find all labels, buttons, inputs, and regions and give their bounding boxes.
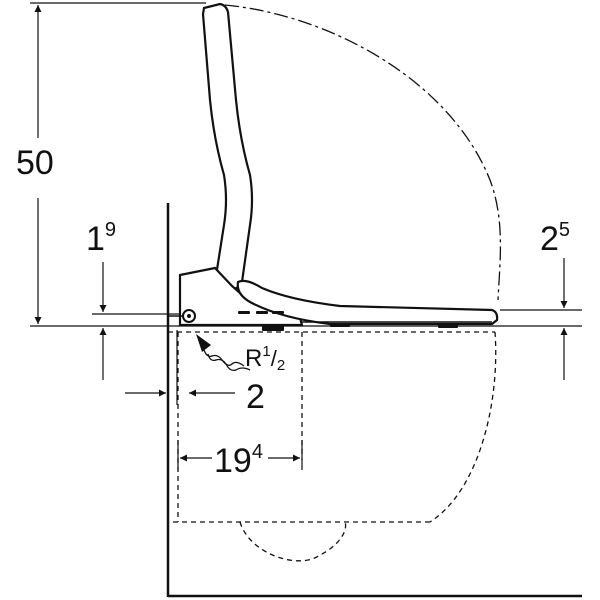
label-offset-right-base: 2 [540,220,559,258]
label-offset-left-base: 1 [86,220,105,258]
label-connection: R1/2 [245,343,285,374]
wall-floor-outline [166,203,582,598]
bowl-outline [168,331,497,562]
lid-swing-arc [224,4,502,301]
dimension-height-50 [30,2,206,324]
water-connection-icon [168,309,196,323]
label-connection-num: 1 [262,343,270,360]
label-connection-prefix: R [245,345,262,372]
dimension-wall-gap [125,330,235,405]
label-connection-den: 2 [277,357,285,374]
label-offset-left: 19 [86,219,116,258]
label-offset-right: 25 [540,219,570,258]
dimension-depth-connection [177,440,303,470]
label-height-50: 50 [16,144,54,182]
toilet-seat [236,279,499,326]
dimension-offset-right [500,258,582,380]
label-depth-connection: 194 [214,441,263,480]
toilet-lid [201,2,254,292]
connection-leader [196,334,251,372]
dimension-offset-left [92,262,180,380]
seat-details [238,311,458,331]
label-wall-gap: 2 [246,378,265,416]
label-depth-base: 19 [214,442,252,480]
label-offset-left-sup: 9 [105,219,116,241]
label-offset-right-sup: 5 [559,219,570,241]
label-depth-sup: 4 [252,441,263,463]
